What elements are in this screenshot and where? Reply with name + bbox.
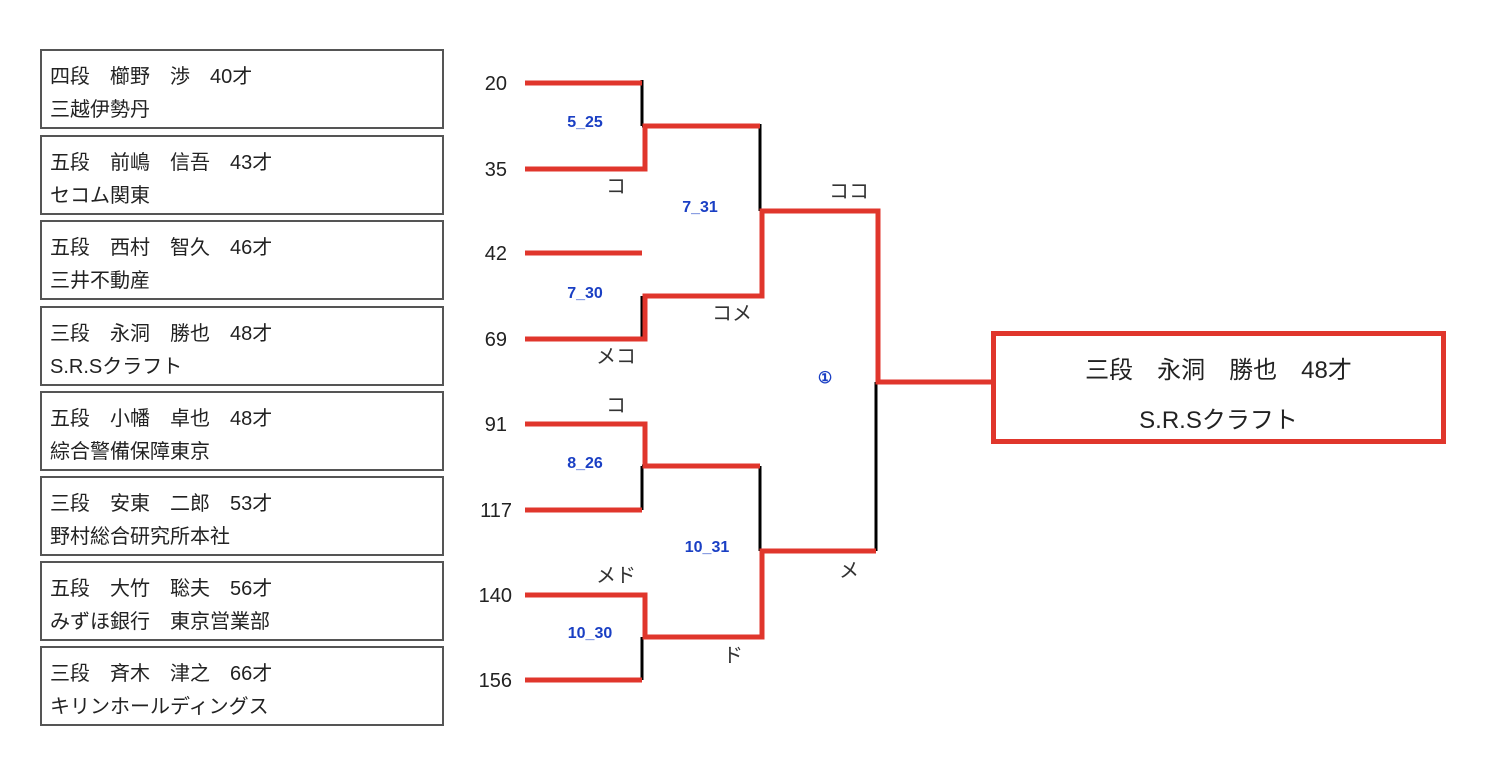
match-label: 7_31 [682, 199, 718, 216]
winner-lines [525, 80, 991, 683]
score-label: ド [723, 643, 743, 667]
champion-box: 三段 永洞 勝也 48才 S.R.Sクラフト [991, 331, 1446, 444]
seed-number: 156 [479, 670, 512, 692]
loser-lines [640, 80, 878, 680]
seed-numbers: 20 35 42 69 91 117 140 156 [479, 73, 512, 692]
seed-number: 91 [485, 414, 507, 436]
entrant-name: 三段 安東 二郎 53才 [50, 493, 273, 515]
entrant-name: 五段 大竹 聡夫 56才 [50, 578, 273, 600]
score-label: ココ [829, 179, 869, 203]
score-label: メ [839, 558, 859, 582]
match-label: 7_30 [567, 285, 603, 302]
champion-name: 三段 永洞 勝也 48才 [1085, 357, 1352, 384]
seed-number: 140 [479, 585, 512, 607]
entrant-card-2: 五段 前嶋 信吾 43才 セコム関東 [40, 135, 444, 215]
match-label: 5_25 [567, 114, 603, 131]
match-label: ① [818, 370, 832, 387]
entrant-team: S.R.Sクラフト [50, 356, 183, 378]
entrant-team: 綜合警備保障東京 [50, 441, 210, 463]
seed-number: 117 [480, 500, 512, 522]
entrant-card-7: 五段 大竹 聡夫 56才 みずほ銀行 東京営業部 [40, 561, 444, 641]
seed-number: 42 [485, 243, 507, 265]
match-labels: 5_25 7_30 8_26 10_30 7_31 10_31 ① [567, 114, 832, 642]
entrant-team: 三越伊勢丹 [50, 99, 150, 121]
match-label: 10_30 [568, 625, 613, 642]
entrant-name: 三段 永洞 勝也 48才 [50, 323, 273, 345]
entrant-card-6: 三段 安東 二郎 53才 野村総合研究所本社 [40, 476, 444, 556]
entrant-name: 三段 斉木 津之 66才 [50, 663, 273, 685]
entrant-name: 四段 櫛野 渉 40才 [50, 66, 253, 88]
score-label: メコ [596, 344, 636, 368]
score-label: メド [596, 563, 636, 587]
entrant-card-4: 三段 永洞 勝也 48才 S.R.Sクラフト [40, 306, 444, 386]
score-label: コ [606, 174, 626, 198]
entrant-team: セコム関東 [50, 185, 150, 207]
entrant-team: 三井不動産 [50, 270, 150, 292]
entrant-card-8: 三段 斉木 津之 66才 キリンホールディングス [40, 646, 444, 726]
entrant-team: みずほ銀行 東京営業部 [50, 611, 270, 633]
score-label: コメ [712, 301, 752, 325]
entrant-card-3: 五段 西村 智久 46才 三井不動産 [40, 220, 444, 300]
entrant-card-1: 四段 櫛野 渉 40才 三越伊勢丹 [40, 49, 444, 129]
entrant-card-5: 五段 小幡 卓也 48才 綜合警備保障東京 [40, 391, 444, 471]
bracket-line [525, 208, 991, 385]
entrant-name: 五段 小幡 卓也 48才 [50, 408, 273, 430]
match-label: 10_31 [685, 539, 730, 556]
bracket-line [525, 421, 760, 469]
seed-number: 69 [485, 329, 507, 351]
point-labels: コ メコ コ メド コメ ド ココ メ [596, 174, 869, 667]
bracket-line [525, 548, 876, 640]
entrant-name: 五段 西村 智久 46才 [50, 237, 273, 259]
entrant-name: 五段 前嶋 信吾 43才 [50, 152, 273, 174]
bracket-line [525, 123, 760, 172]
seed-number: 35 [485, 159, 507, 181]
seed-number: 20 [485, 73, 507, 95]
score-label: コ [606, 393, 626, 417]
entrant-team: 野村総合研究所本社 [50, 526, 230, 548]
match-label: 8_26 [567, 455, 603, 472]
entrant-team: キリンホールディングス [50, 696, 269, 718]
champion-team: S.R.Sクラフト [1139, 407, 1298, 434]
